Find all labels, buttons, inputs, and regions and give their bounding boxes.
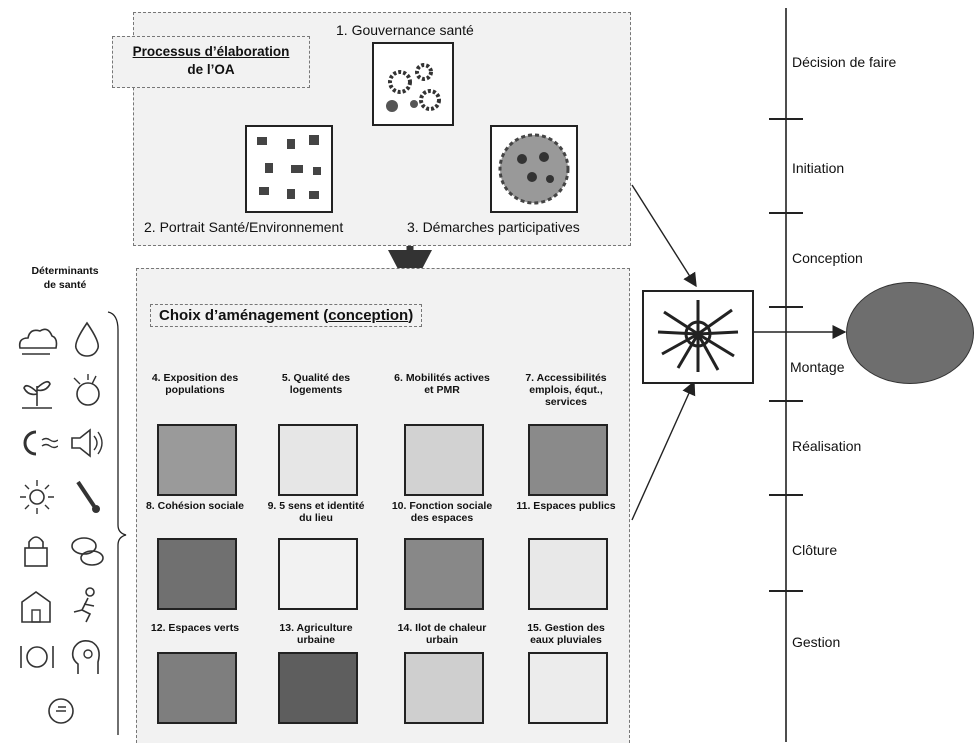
phase-conception: Conception xyxy=(792,250,863,266)
allergen-icon xyxy=(73,374,100,406)
timeline-tick xyxy=(769,212,803,214)
tile-label-line: 5. Qualité des xyxy=(281,372,351,384)
process-title-line2: de l’OA xyxy=(187,62,235,77)
tile-image-11 xyxy=(528,538,608,610)
tile-label-8: 8. Cohésion sociale xyxy=(143,500,247,512)
running-person-icon xyxy=(73,587,95,623)
step2-label: 2. Portrait Santé/Environnement xyxy=(144,219,344,235)
phase-initiation: Initiation xyxy=(792,160,845,176)
padlock-icon xyxy=(24,536,48,567)
coin-icon xyxy=(48,698,74,724)
hub-image xyxy=(642,290,754,384)
tile-label-12: 12. Espaces verts xyxy=(143,622,247,634)
timeline-tick xyxy=(769,494,803,496)
tile-label-line: 6. Mobilités actives xyxy=(394,372,490,384)
determinants-title: Déterminants de santé xyxy=(20,264,110,292)
tile-image-9 xyxy=(278,538,358,610)
choice-title-suffix: ) xyxy=(408,307,414,324)
plate-meal-icon xyxy=(20,646,54,668)
arrow-choice-hub xyxy=(631,380,696,521)
timeline-tick xyxy=(769,306,803,308)
participation-image xyxy=(490,125,578,213)
tile-label-line: 15. Gestion des xyxy=(527,622,605,634)
sun-icon xyxy=(20,480,54,514)
step3-label: 3. Démarches participatives xyxy=(407,219,580,235)
water-drop-icon xyxy=(74,321,100,357)
tile-image-13 xyxy=(278,652,358,724)
result-ellipse xyxy=(846,282,974,384)
determinants-title-line2: de santé xyxy=(43,279,87,291)
tile-label-line: emplois, équt., xyxy=(529,384,603,396)
tile-label-line: des espaces xyxy=(410,512,474,524)
timeline-tick xyxy=(769,400,803,402)
tile-label-line: 13. Agriculture xyxy=(279,622,353,634)
tile-image-7 xyxy=(528,424,608,496)
tile-image-14 xyxy=(404,652,484,724)
tile-image-15 xyxy=(528,652,608,724)
process-title: Processus d’élaboration de l’OA xyxy=(112,36,310,88)
tile-image-5 xyxy=(278,424,358,496)
timeline-tick xyxy=(769,118,803,120)
tile-label-line: logements xyxy=(289,384,343,396)
tile-label-line: urbaine xyxy=(297,634,335,646)
tile-label-line: 14. Ilot de chaleur xyxy=(397,622,487,634)
choice-title-prefix: Choix d’aménagement ( xyxy=(159,307,329,324)
school-building-icon xyxy=(21,591,51,623)
phase-montage: Montage xyxy=(790,359,845,375)
tile-label-line: 8. Cohésion sociale xyxy=(145,500,245,512)
tile-label-line: eaux pluviales xyxy=(530,634,602,646)
tile-label-11: 11. Espaces publics xyxy=(514,500,618,512)
tile-image-8 xyxy=(157,538,237,610)
arrow-process-hub xyxy=(631,184,697,288)
air-quality-icon xyxy=(18,328,58,355)
portrait-image xyxy=(245,125,333,213)
tile-label-line: 12. Espaces verts xyxy=(150,622,240,634)
tile-label-line: urbain xyxy=(425,634,459,646)
tile-label-line: 7. Accessibilités xyxy=(525,372,607,384)
tile-image-4 xyxy=(157,424,237,496)
choice-title: Choix d’aménagement (conception) xyxy=(150,304,423,327)
tile-label-line: du lieu xyxy=(299,512,333,524)
phase-decision: Décision de faire xyxy=(792,54,897,70)
choice-title-link: conception xyxy=(328,307,409,324)
tile-image-12 xyxy=(157,652,237,724)
determinants-title-line1: Déterminants xyxy=(31,265,99,277)
tile-label-line: services xyxy=(544,396,588,408)
tile-image-6 xyxy=(404,424,484,496)
phase-cloture: Clôture xyxy=(792,542,838,558)
phase-realisation: Réalisation xyxy=(792,438,862,454)
head-mind-icon xyxy=(71,640,100,674)
loudspeaker-icon xyxy=(71,428,103,458)
speech-bubbles-icon xyxy=(71,537,104,566)
thermometer-icon xyxy=(76,480,100,513)
tile-label-line: 11. Espaces publics xyxy=(516,500,616,512)
process-title-line1: Processus d’élaboration xyxy=(132,44,290,59)
step1-label: 1. Gouvernance santé xyxy=(336,22,474,38)
tile-label-line: 9. 5 sens et identité xyxy=(267,500,365,512)
phase-gestion: Gestion xyxy=(792,634,841,650)
magnet-noise-icon xyxy=(23,430,58,456)
tile-label-line: et PMR xyxy=(424,384,460,396)
governance-image xyxy=(372,42,454,126)
tile-label-line: 10. Fonction sociale xyxy=(391,500,493,512)
plant-icon xyxy=(22,380,52,409)
timeline-tick xyxy=(769,590,803,592)
tile-label-line: populations xyxy=(165,384,225,396)
tile-image-10 xyxy=(404,538,484,610)
tile-label-line: 4. Exposition des xyxy=(151,372,239,384)
determinants-brace xyxy=(107,311,127,735)
